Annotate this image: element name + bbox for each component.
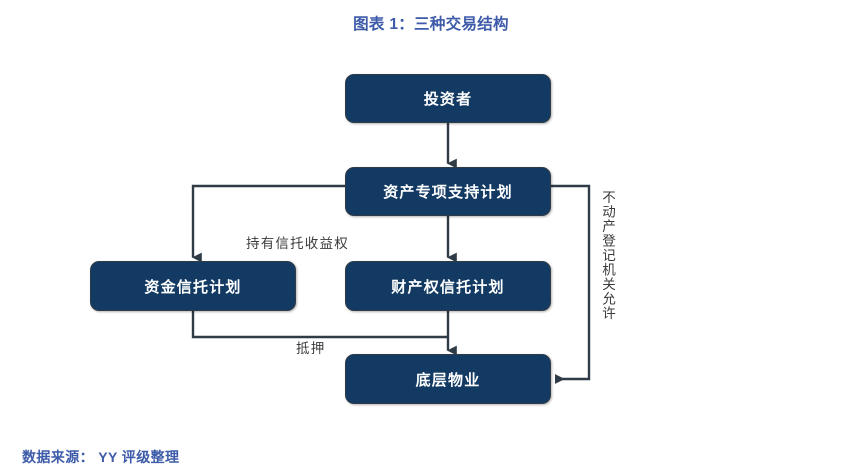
node-property-trust[interactable]: 财产权信托计划	[345, 261, 551, 311]
node-underlying-asset[interactable]: 底层物业	[345, 354, 551, 404]
edge-fund-trust-to-underlying-asset	[191, 311, 448, 339]
edge-label-mortgage: 抵押	[296, 341, 326, 356]
node-asset-plan-label: 资产专项支持计划	[383, 184, 513, 201]
node-property-trust-label: 财产权信托计划	[391, 278, 505, 296]
node-fund-trust-label: 资金信托计划	[144, 278, 242, 296]
node-asset-plan[interactable]: 资产专项支持计划	[345, 167, 551, 216]
page-title: 图表 1：三种交易结构	[353, 16, 509, 33]
node-investors[interactable]: 投资者	[345, 74, 551, 123]
edge-label-hold-trust-beneficiary-right: 持有信托收益权	[246, 236, 349, 251]
edge-asset-plan-to-underlying-asset	[551, 184, 591, 384]
source-note: 数据来源： YY 评级整理	[22, 449, 180, 465]
edge-label-registry-permit: 不动产登记机关允许	[600, 190, 615, 321]
node-investors-label: 投资者	[423, 91, 473, 108]
node-underlying-asset-label: 底层物业	[415, 371, 481, 389]
node-fund-trust[interactable]: 资金信托计划	[90, 261, 296, 311]
